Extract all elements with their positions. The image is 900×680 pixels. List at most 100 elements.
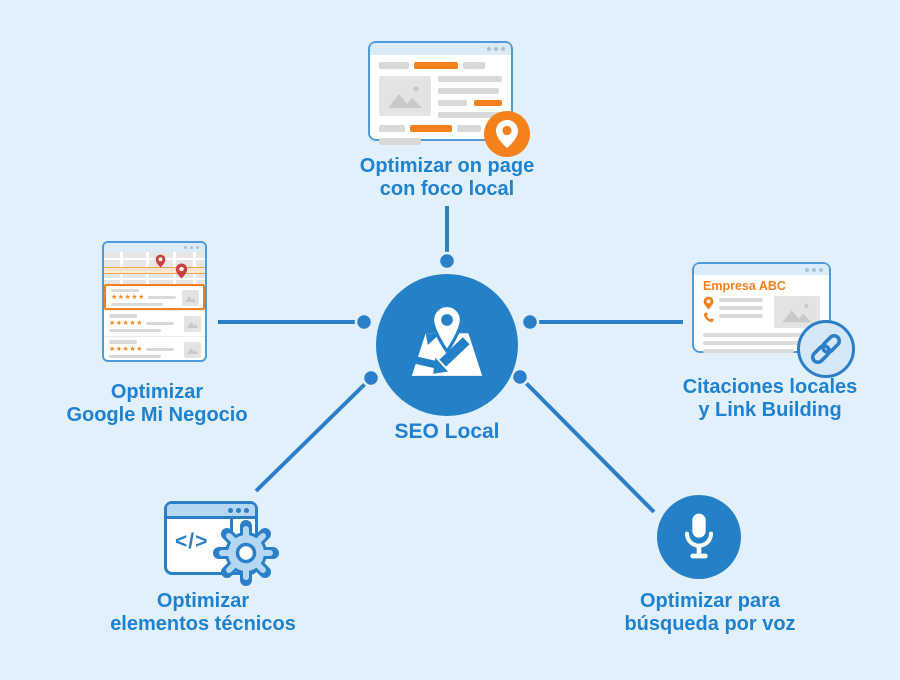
connector-bottom-left xyxy=(254,382,367,493)
window-dot-icon xyxy=(487,47,491,51)
text-bar xyxy=(109,329,161,332)
window-dot-icon xyxy=(196,246,199,249)
label-line: Optimizar para xyxy=(639,590,781,612)
label-line: Google Mi Negocio xyxy=(66,404,248,426)
image-placeholder xyxy=(184,316,201,332)
voice-search-label: Optimizar para búsqueda por voz xyxy=(570,590,850,636)
window-dot-icon xyxy=(501,47,505,51)
link-building-badge xyxy=(797,320,855,378)
text-bar xyxy=(703,341,820,345)
location-pin-badge xyxy=(484,111,530,157)
connector-dot-bottom-right xyxy=(510,367,530,387)
mountain-photo-icon xyxy=(185,295,196,302)
star-rating-icon: ★★★★★ xyxy=(109,319,143,327)
company-name: Empresa ABC xyxy=(703,279,786,293)
mountain-photo-icon xyxy=(187,348,198,354)
gmb-browser-illustration: ★★★★★ ★★★★★ ★★ xyxy=(102,241,207,362)
window-dot-icon xyxy=(812,267,816,272)
browser-titlebar xyxy=(167,504,255,519)
search-result-item-highlighted: ★★★★★ xyxy=(104,284,205,310)
connector-dot-top xyxy=(437,251,457,271)
address-pin-icon xyxy=(703,296,714,310)
label-line: y Link Building xyxy=(698,399,842,421)
label-line: elementos técnicos xyxy=(110,613,296,635)
gear-icon xyxy=(213,520,279,586)
text-bar xyxy=(379,125,405,132)
text-bar xyxy=(703,333,820,337)
connector-dot-right xyxy=(520,312,540,332)
search-result-item: ★★★★★ xyxy=(104,336,205,362)
mountain-photo-icon xyxy=(388,86,422,108)
text-bar xyxy=(145,322,174,325)
window-dot-icon xyxy=(494,47,498,51)
seo-local-hub xyxy=(376,274,518,416)
image-placeholder xyxy=(379,76,431,116)
star-rating-icon: ★★★★★ xyxy=(109,345,143,353)
microphone-icon xyxy=(685,513,713,559)
location-pin-icon xyxy=(496,120,518,148)
text-bar xyxy=(438,76,502,82)
label-line: Optimizar xyxy=(110,381,204,403)
phone-icon xyxy=(703,312,714,323)
chain-link-icon xyxy=(810,333,842,365)
text-bar xyxy=(438,112,502,118)
browser-titlebar xyxy=(694,264,829,275)
highlighted-text-bar xyxy=(473,100,502,106)
search-result-item: ★★★★★ xyxy=(104,310,205,336)
text-bar xyxy=(719,306,764,310)
text-bar xyxy=(111,289,139,293)
window-dot-icon xyxy=(244,507,249,513)
window-dot-icon xyxy=(228,507,233,513)
window-dot-icon xyxy=(184,246,187,249)
window-dot-icon xyxy=(805,267,809,272)
window-dot-icon xyxy=(819,267,823,272)
code-snippet: </> xyxy=(175,530,209,553)
text-bar xyxy=(379,138,421,145)
text-bar xyxy=(109,355,161,358)
label-line: Optimizar on page xyxy=(359,155,535,177)
technical-label: Optimizar elementos técnicos xyxy=(63,590,343,636)
map-street xyxy=(104,278,205,280)
text-bar xyxy=(703,349,795,353)
citations-label: Citaciones locales y Link Building xyxy=(630,376,900,422)
map-preview xyxy=(104,252,205,284)
map-with-pin-route-icon xyxy=(411,303,483,376)
map-road xyxy=(104,267,205,274)
text-bar xyxy=(147,296,176,300)
window-dot-icon xyxy=(236,507,241,513)
text-bar xyxy=(109,340,137,344)
map-pin-icon xyxy=(155,254,165,268)
text-bar xyxy=(111,303,163,306)
browser-titlebar xyxy=(104,243,205,252)
star-rating-icon: ★★★★★ xyxy=(111,293,145,301)
text-bar xyxy=(145,348,174,351)
on-page-label: Optimizar on page con foco local xyxy=(307,155,587,201)
text-bar xyxy=(438,88,499,94)
voice-search-badge xyxy=(657,495,741,579)
connector-dot-left xyxy=(354,312,374,332)
label-line: Optimizar xyxy=(156,590,250,612)
mountain-photo-icon xyxy=(187,322,198,328)
gmb-label: Optimizar Google Mi Negocio xyxy=(17,381,297,427)
image-placeholder xyxy=(182,289,199,306)
text-bar xyxy=(438,100,468,106)
browser-content xyxy=(370,55,511,145)
browser-content: Empresa ABC xyxy=(694,275,829,353)
label-line: búsqueda por voz xyxy=(624,613,796,635)
label-line: con foco local xyxy=(379,178,515,200)
mountain-photo-icon xyxy=(782,303,812,323)
connector-bottom-right xyxy=(524,381,656,514)
highlighted-text-bar xyxy=(414,62,458,69)
text-bar xyxy=(379,62,409,69)
window-dot-icon xyxy=(190,246,193,249)
image-placeholder xyxy=(184,342,201,358)
hub-label: SEO Local xyxy=(394,420,500,443)
text-bar xyxy=(109,314,137,318)
text-bar xyxy=(719,314,764,318)
browser-titlebar xyxy=(370,43,511,55)
gear-badge xyxy=(210,517,282,594)
highlighted-text-bar xyxy=(410,125,452,132)
text-bar xyxy=(463,62,485,69)
